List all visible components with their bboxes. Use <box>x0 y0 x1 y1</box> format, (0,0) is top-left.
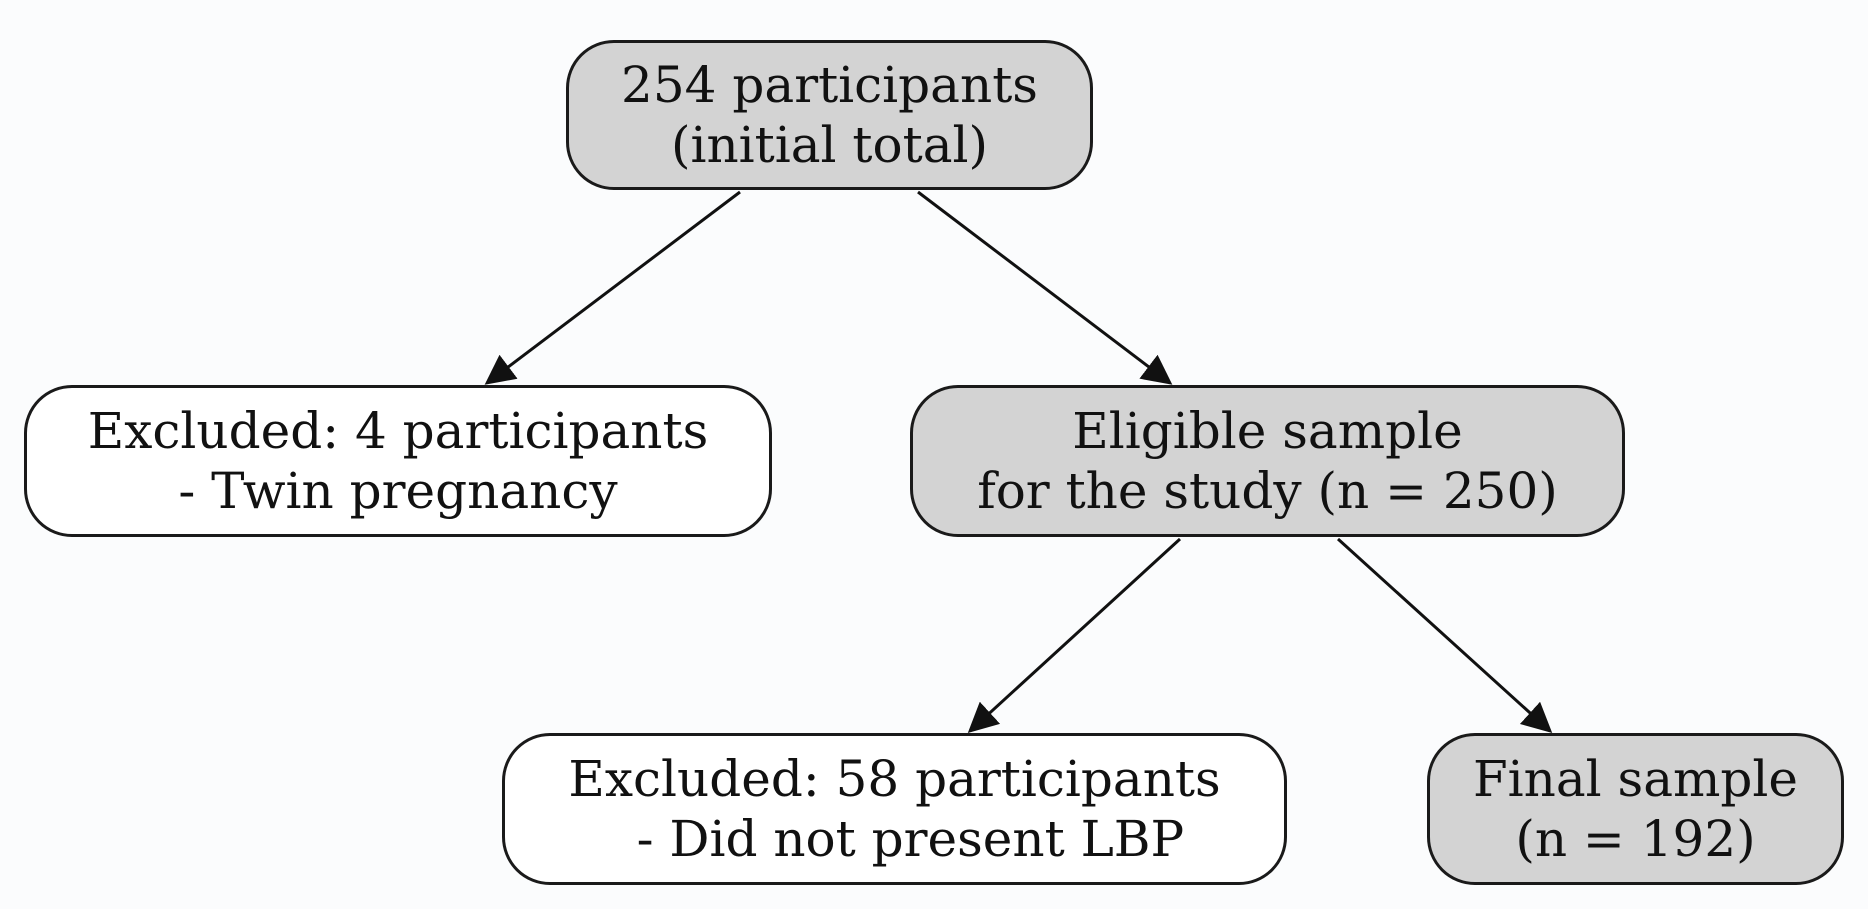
node-excluded-no-lbp-text: Excluded: 58 participants - Did not pres… <box>568 749 1220 869</box>
node-excluded-twin-pregnancy: Excluded: 4 participants - Twin pregnanc… <box>24 385 772 537</box>
node-eligible-sample-line-2: for the study (n = 250) <box>977 462 1558 520</box>
node-initial-total-line-2: (initial total) <box>670 116 989 174</box>
node-final-sample: Final sample (n = 192) <box>1427 733 1844 885</box>
node-excluded-no-lbp: Excluded: 58 participants - Did not pres… <box>502 733 1287 885</box>
node-initial-total: 254 participants (initial total) <box>566 40 1093 190</box>
node-excluded-twin-pregnancy-line-2: - Twin pregnancy <box>178 462 618 520</box>
node-excluded-twin-pregnancy-text: Excluded: 4 participants - Twin pregnanc… <box>88 401 709 521</box>
node-eligible-sample: Eligible sample for the study (n = 250) <box>910 385 1625 537</box>
arrow-eligible-to-excl2 <box>967 537 1182 734</box>
node-excluded-no-lbp-line-1: Excluded: 58 participants <box>568 750 1221 808</box>
arrow-root-to-excl1 <box>484 190 741 385</box>
node-excluded-no-lbp-line-2: - Did not present LBP <box>604 810 1185 868</box>
node-excluded-twin-pregnancy-line-1: Excluded: 4 participants <box>87 402 709 460</box>
arrow-root-to-eligible <box>917 190 1173 385</box>
node-eligible-sample-text: Eligible sample for the study (n = 250) <box>977 401 1558 521</box>
node-final-sample-text: Final sample (n = 192) <box>1473 749 1798 869</box>
node-final-sample-line-2: (n = 192) <box>1515 810 1756 868</box>
node-initial-total-line-1: 254 participants <box>621 56 1038 114</box>
node-eligible-sample-line-1: Eligible sample <box>1072 402 1463 460</box>
node-initial-total-text: 254 participants (initial total) <box>621 55 1038 175</box>
node-final-sample-line-1: Final sample <box>1472 750 1799 808</box>
arrow-eligible-to-final <box>1336 537 1553 734</box>
